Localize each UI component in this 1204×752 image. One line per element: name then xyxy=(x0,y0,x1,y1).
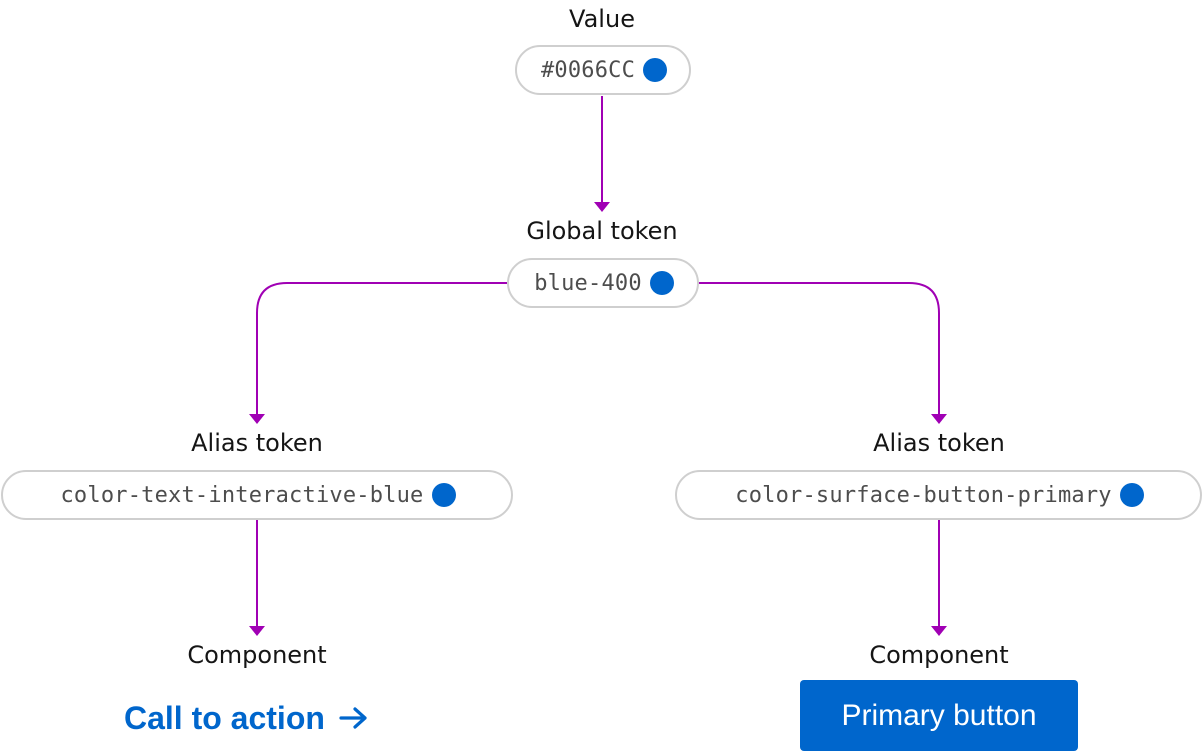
arrowhead-component-right xyxy=(931,626,947,636)
global-token-pill: blue-400 xyxy=(507,258,699,308)
alias-token-left-pill: color-text-interactive-blue xyxy=(1,470,513,520)
value-text: #0066CC xyxy=(540,57,636,83)
connector-global-to-alias-right xyxy=(698,282,940,416)
arrowhead-alias-right xyxy=(931,414,947,424)
alias-token-left-label: Alias token xyxy=(191,429,323,457)
call-to-action-text: Call to action xyxy=(124,699,325,736)
global-token-label: Global token xyxy=(526,217,678,245)
arrowhead-alias-left xyxy=(249,414,265,424)
component-left-label: Component xyxy=(187,641,327,669)
alias-token-right-label: Alias token xyxy=(873,429,1005,457)
alias-token-right-pill: color-surface-button-primary xyxy=(675,470,1202,520)
alias-token-left-text: color-text-interactive-blue xyxy=(60,482,424,508)
value-pill: #0066CC xyxy=(515,45,691,95)
primary-button[interactable]: Primary button xyxy=(800,680,1078,751)
global-token-text: blue-400 xyxy=(534,270,642,296)
arrow-right-icon xyxy=(339,707,367,729)
color-swatch-icon xyxy=(1119,483,1144,507)
color-swatch-icon xyxy=(643,58,668,82)
value-label: Value xyxy=(569,5,635,33)
connector-global-to-alias-left xyxy=(256,282,507,416)
arrowhead-component-left xyxy=(249,626,265,636)
alias-token-right-text: color-surface-button-primary xyxy=(735,482,1112,508)
component-right-label: Component xyxy=(869,641,1009,669)
color-swatch-icon xyxy=(431,483,456,507)
call-to-action-link[interactable]: Call to action xyxy=(124,696,369,740)
color-swatch-icon xyxy=(649,271,674,295)
arrowhead-global xyxy=(594,202,610,212)
